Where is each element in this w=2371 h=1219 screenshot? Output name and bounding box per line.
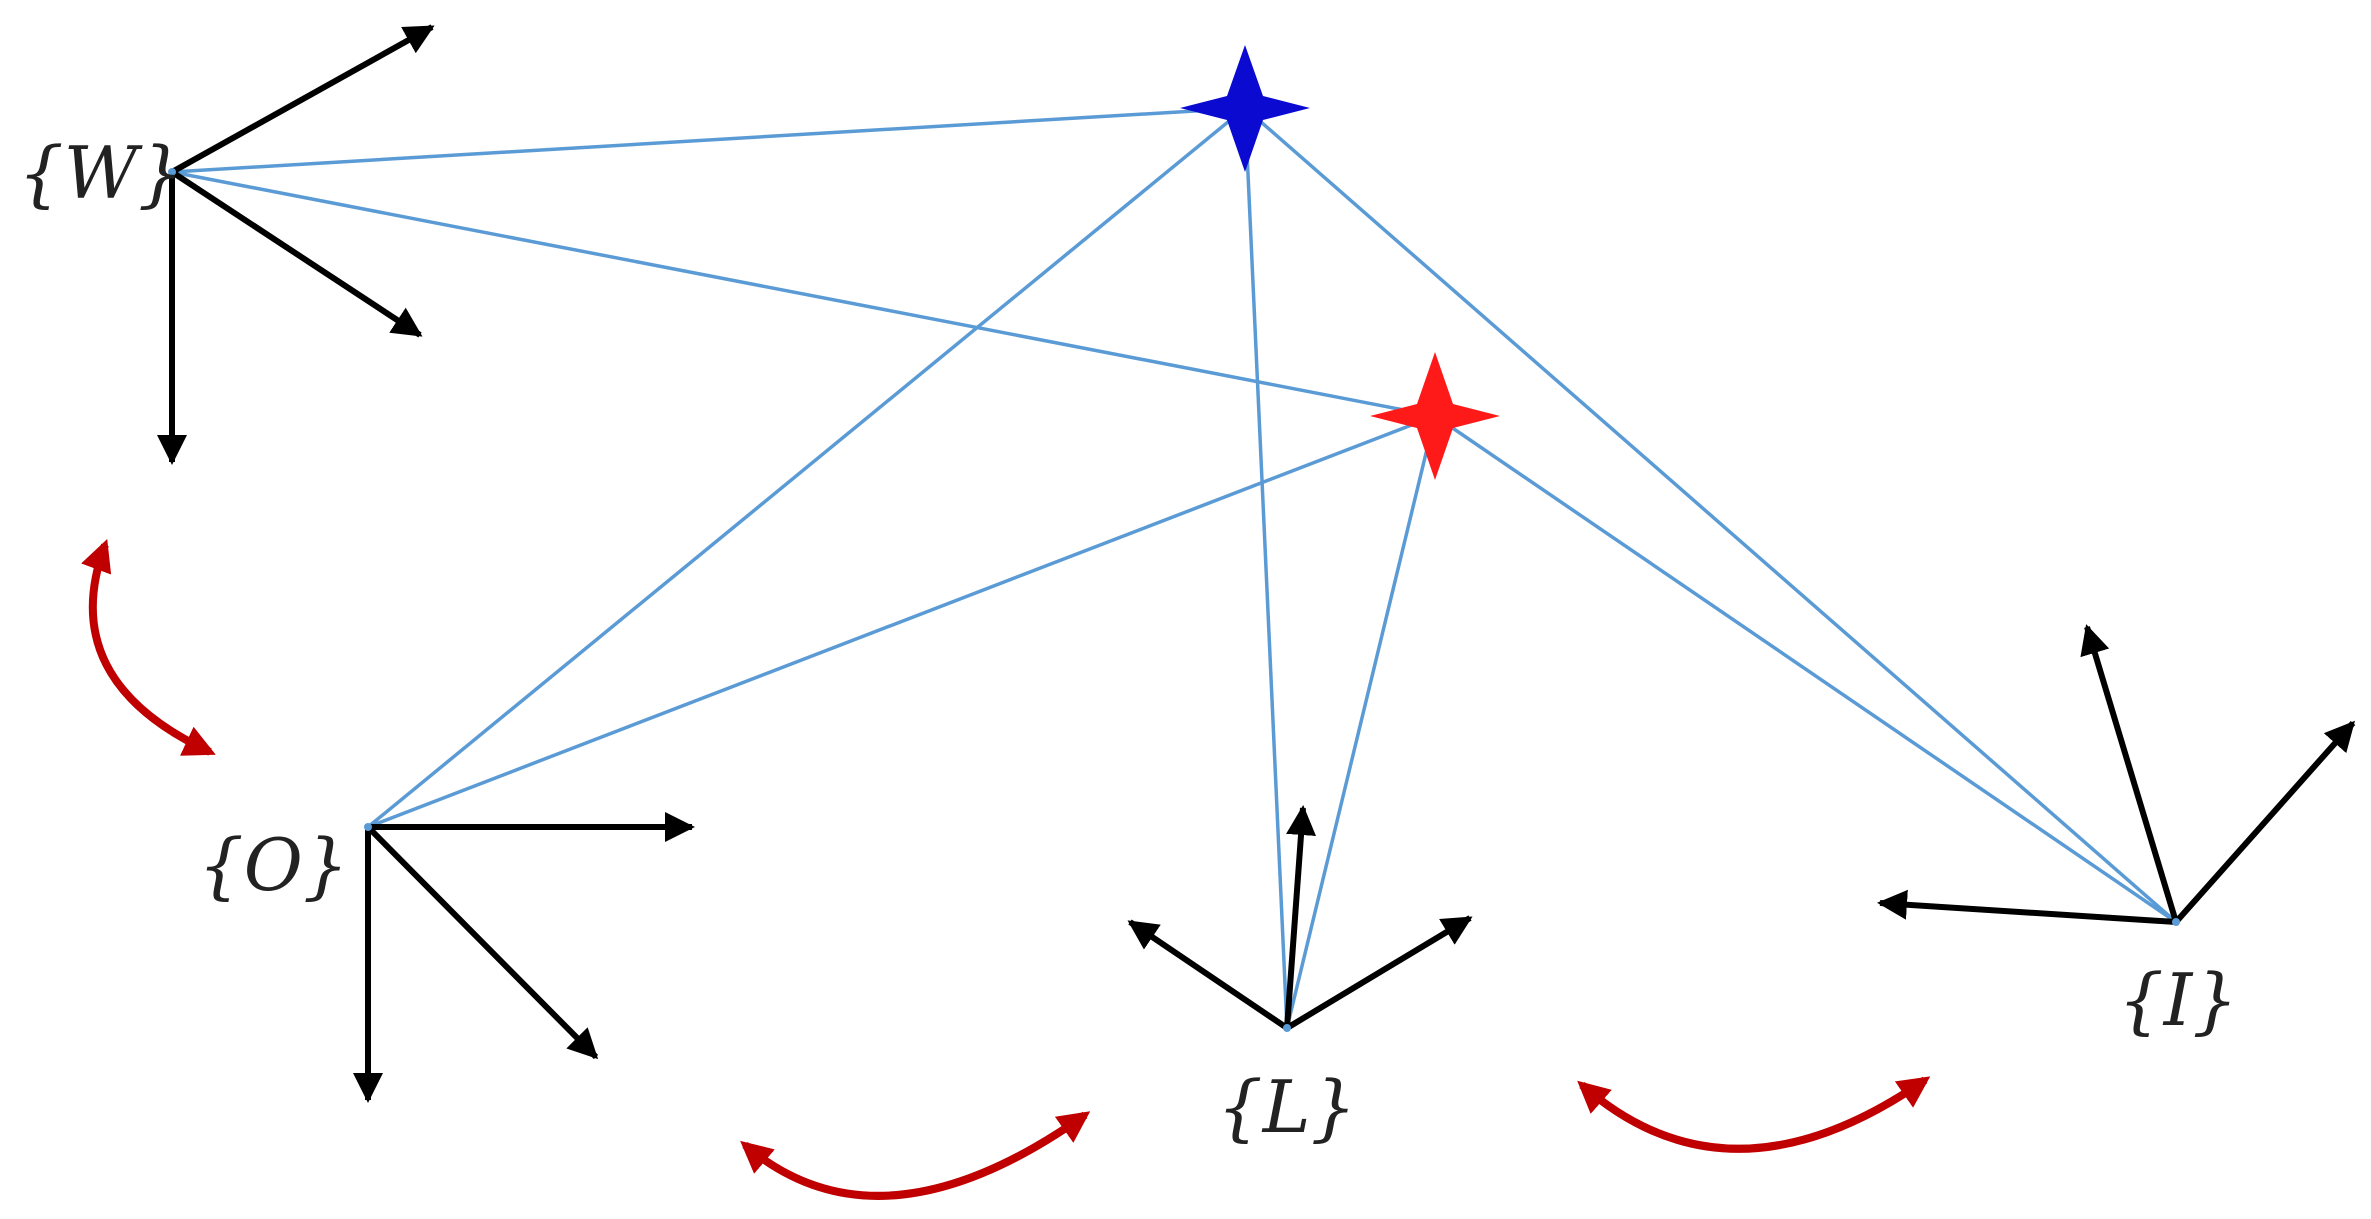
blue-star-landmark xyxy=(1180,45,1310,172)
object-frame-label: {O} xyxy=(198,823,349,907)
transform-arrow-o-l xyxy=(740,1111,1091,1200)
object-frame-axes xyxy=(353,812,695,1103)
lidar-origin xyxy=(1283,1024,1291,1032)
imu-axis-up-left xyxy=(2080,624,2179,923)
transform-arrows xyxy=(81,538,1931,1200)
line-o-blue xyxy=(366,106,1247,829)
transform-arrow-l-i xyxy=(1577,1076,1931,1153)
line-l-blue xyxy=(1243,107,1289,1029)
object-axis-down-right xyxy=(365,824,599,1060)
imu-axis-left xyxy=(1877,889,2177,925)
lidar-axis-up-left xyxy=(1127,919,1289,1031)
line-i-blue xyxy=(1243,106,2178,924)
world-frame-label: {W} xyxy=(18,131,184,215)
projection-lines xyxy=(171,106,2178,1029)
transform-arrow-w-o xyxy=(81,538,216,756)
lidar-axis-up-right xyxy=(1285,915,1473,1031)
world-axis-up-right xyxy=(170,24,435,175)
line-o-red xyxy=(367,414,1436,829)
world-axis-down-right xyxy=(170,169,423,338)
lidar-axis-up xyxy=(1284,805,1317,1029)
imu-frame-axes xyxy=(1877,624,2356,925)
line-l-red xyxy=(1285,415,1437,1029)
frame-origins xyxy=(168,168,2180,1032)
line-w-red xyxy=(171,170,1436,418)
red-star-landmark xyxy=(1370,352,1500,480)
imu-frame-label: {I} xyxy=(2118,958,2238,1042)
object-origin xyxy=(364,823,372,831)
imu-origin xyxy=(2172,918,2180,926)
line-i-red xyxy=(1434,414,2177,924)
world-origin xyxy=(168,168,176,176)
imu-axis-up-right xyxy=(2173,720,2356,924)
line-w-blue xyxy=(171,106,1246,174)
world-frame-axes xyxy=(157,24,435,465)
lidar-frame-axes xyxy=(1127,805,1473,1031)
lidar-frame-label: {L} xyxy=(1217,1065,1356,1149)
